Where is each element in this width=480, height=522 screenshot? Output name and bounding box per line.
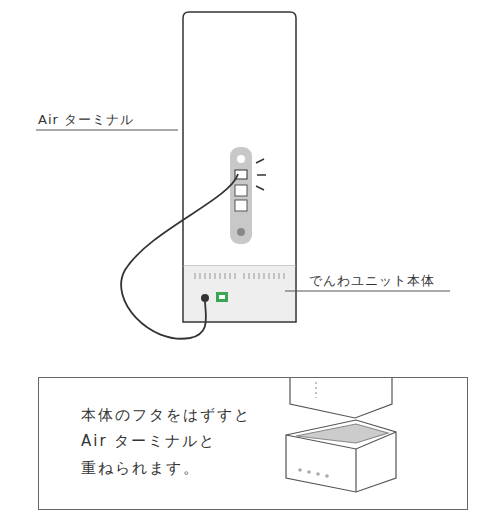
unit-face xyxy=(184,266,295,321)
lan-port xyxy=(235,200,247,211)
note-box: 本体のフタをはずすと Air ターミナルと 重ねられます。 xyxy=(38,377,468,510)
cable-plug xyxy=(201,294,209,302)
vents xyxy=(195,273,284,279)
indicator-dots xyxy=(298,468,329,478)
cable xyxy=(121,174,238,339)
stacking-illustration xyxy=(286,377,396,492)
port-panel xyxy=(230,147,252,244)
part-label: Air ターミナル xyxy=(38,111,134,129)
signal-marks xyxy=(256,159,266,190)
phone-jack xyxy=(216,292,228,302)
leader-lines xyxy=(36,130,450,291)
terminal-body xyxy=(183,12,296,322)
air-terminal xyxy=(121,12,296,339)
terminal-bottom xyxy=(290,377,392,418)
unit-recess xyxy=(296,424,388,443)
part-label: でんわユニット本体 xyxy=(309,272,435,290)
button xyxy=(237,155,245,163)
unit-base xyxy=(286,420,396,492)
lan-port xyxy=(235,185,247,196)
note-text: 本体のフタをはずすと Air ターミナルと 重ねられます。 xyxy=(81,402,271,481)
power-jack xyxy=(237,228,245,236)
